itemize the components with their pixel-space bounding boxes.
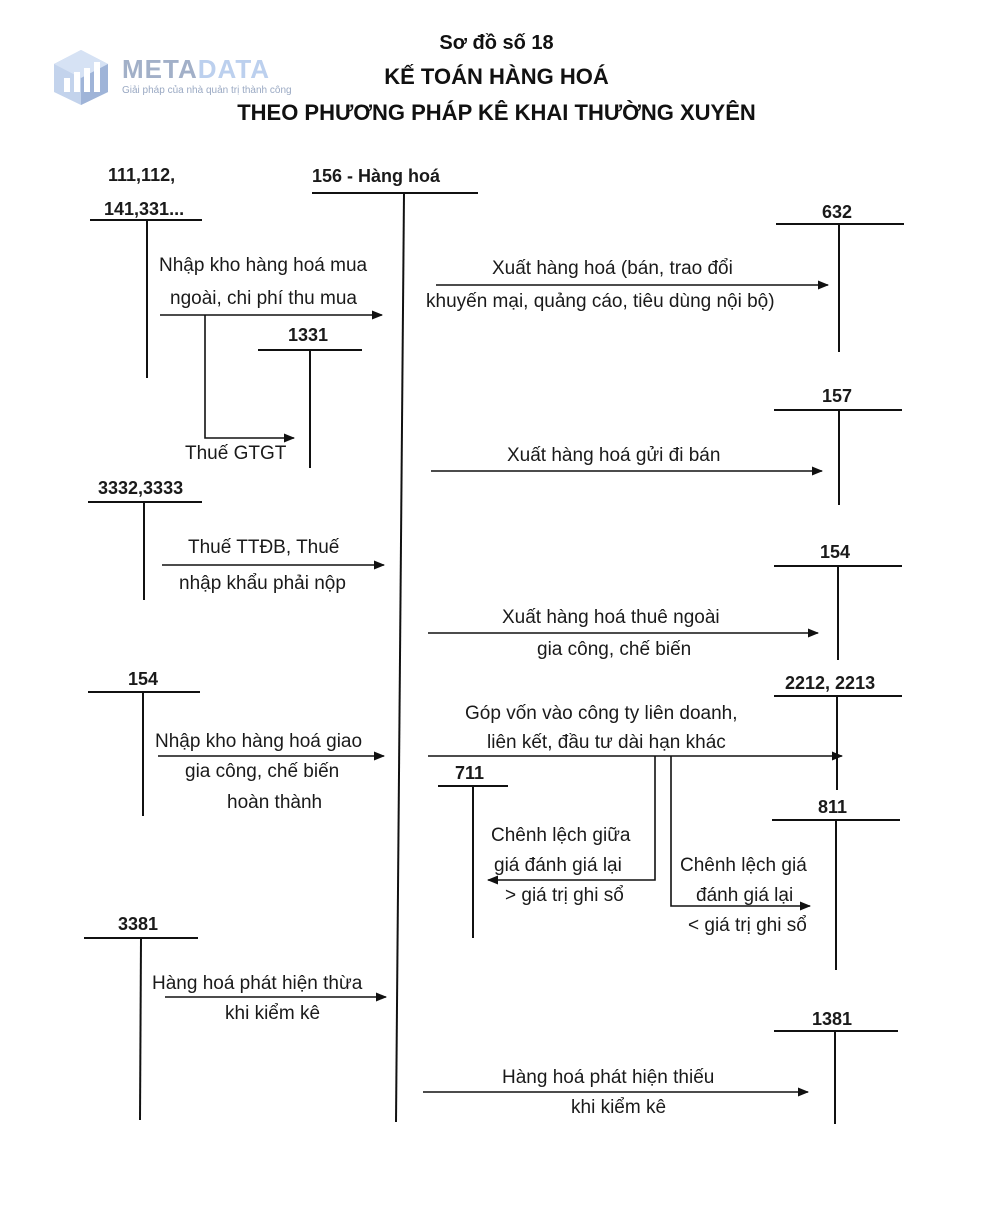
t-account-3381-stem bbox=[139, 937, 142, 1121]
account-154-right-label: 154 bbox=[820, 542, 851, 562]
logo-wordmark: METADATA bbox=[122, 54, 270, 85]
account-154-left-label: 154 bbox=[128, 669, 159, 689]
logo-cube-icon bbox=[54, 50, 108, 105]
account-2212-label: 2212, 2213 bbox=[785, 673, 876, 693]
entry-thue-ttdb-line1: Thuế TTĐB, Thuế bbox=[188, 537, 340, 558]
account-156-label: 156 - Hàng hoá bbox=[312, 166, 441, 186]
arrow-cl-811 bbox=[670, 756, 812, 911]
logo-part1: META bbox=[122, 54, 198, 84]
entry-nhap-mua-line2: ngoài, chi phí thu mua bbox=[170, 288, 357, 309]
entry-gop-von-line1: Góp vốn vào công ty liên doanh, bbox=[465, 703, 738, 724]
account-141-label: 141,331... bbox=[104, 199, 185, 219]
account-157-label: 157 bbox=[822, 386, 853, 406]
logo-tagline: Giải pháp của nhà quản trị thành công bbox=[122, 85, 292, 96]
entry-nhap-mua-line1: Nhập kho hàng hoá mua bbox=[159, 255, 368, 276]
entry-thue-ngoai-line2: gia công, chế biến bbox=[537, 639, 692, 660]
metadata-logo: METADATA Giải pháp của nhà quản trị thàn… bbox=[50, 48, 310, 108]
entry-thue-ngoai-line1: Xuất hàng hoá thuê ngoài bbox=[502, 607, 720, 628]
entry-thieu-line1: Hàng hoá phát hiện thiếu bbox=[502, 1067, 715, 1088]
arrow-thue-gtgt bbox=[204, 315, 296, 443]
entry-nhap-gc-line2: gia công, chế biến bbox=[185, 761, 340, 782]
entry-gui-ban: Xuất hàng hoá gửi đi bán bbox=[507, 445, 721, 466]
account-3381-label: 3381 bbox=[118, 914, 159, 934]
arrow-cl-711 bbox=[486, 756, 656, 885]
entry-nhap-gc-line3: hoàn thành bbox=[227, 792, 323, 813]
entry-thue-gtgt: Thuế GTGT bbox=[185, 443, 287, 464]
entry-cl-711-line2: giá đánh giá lại bbox=[494, 855, 622, 876]
entry-gop-von-line2: liên kết, đầu tư dài hạn khác bbox=[487, 732, 726, 753]
entry-xuat-ban-line1: Xuất hàng hoá (bán, trao đổi bbox=[492, 258, 733, 279]
entry-nhap-gc-line1: Nhập kho hàng hoá giao bbox=[155, 731, 363, 752]
entry-thue-ttdb-line2: nhập khẩu phải nộp bbox=[179, 573, 346, 594]
account-1331-label: 1331 bbox=[288, 325, 329, 345]
account-632-label: 632 bbox=[822, 202, 853, 222]
entry-cl-711-line3: > giá trị ghi sổ bbox=[505, 885, 624, 906]
diagram-title: KẾ TOÁN HÀNG HOÁ bbox=[384, 64, 609, 89]
t-account-156-stem bbox=[395, 192, 405, 1123]
entry-cl-811-line1: Chênh lệch giá bbox=[680, 855, 807, 876]
account-711-label: 711 bbox=[455, 763, 485, 783]
entry-cl-811-line3: < giá trị ghi sổ bbox=[688, 915, 807, 936]
diagram-subtitle: THEO PHƯƠNG PHÁP KÊ KHAI THƯỜNG XUYÊN bbox=[237, 100, 756, 125]
entry-xuat-ban-line2: khuyến mại, quảng cáo, tiêu dùng nội bộ) bbox=[426, 291, 775, 312]
entry-cl-811-line2: đánh giá lại bbox=[696, 885, 794, 906]
diagram-number: Sơ đồ số 18 bbox=[439, 32, 554, 54]
entry-thua-line1: Hàng hoá phát hiện thừa bbox=[152, 973, 363, 994]
account-111-label: 111,112, bbox=[108, 165, 176, 185]
logo-part2: DATA bbox=[197, 54, 271, 84]
account-1381-label: 1381 bbox=[812, 1009, 853, 1029]
entry-cl-711-line1: Chênh lệch giữa bbox=[491, 825, 631, 846]
account-811-label: 811 bbox=[818, 797, 848, 817]
account-3332-label: 3332,3333 bbox=[98, 478, 184, 498]
entry-thieu-line2: khi kiểm kê bbox=[571, 1097, 667, 1118]
entry-thua-line2: khi kiểm kê bbox=[225, 1003, 321, 1024]
